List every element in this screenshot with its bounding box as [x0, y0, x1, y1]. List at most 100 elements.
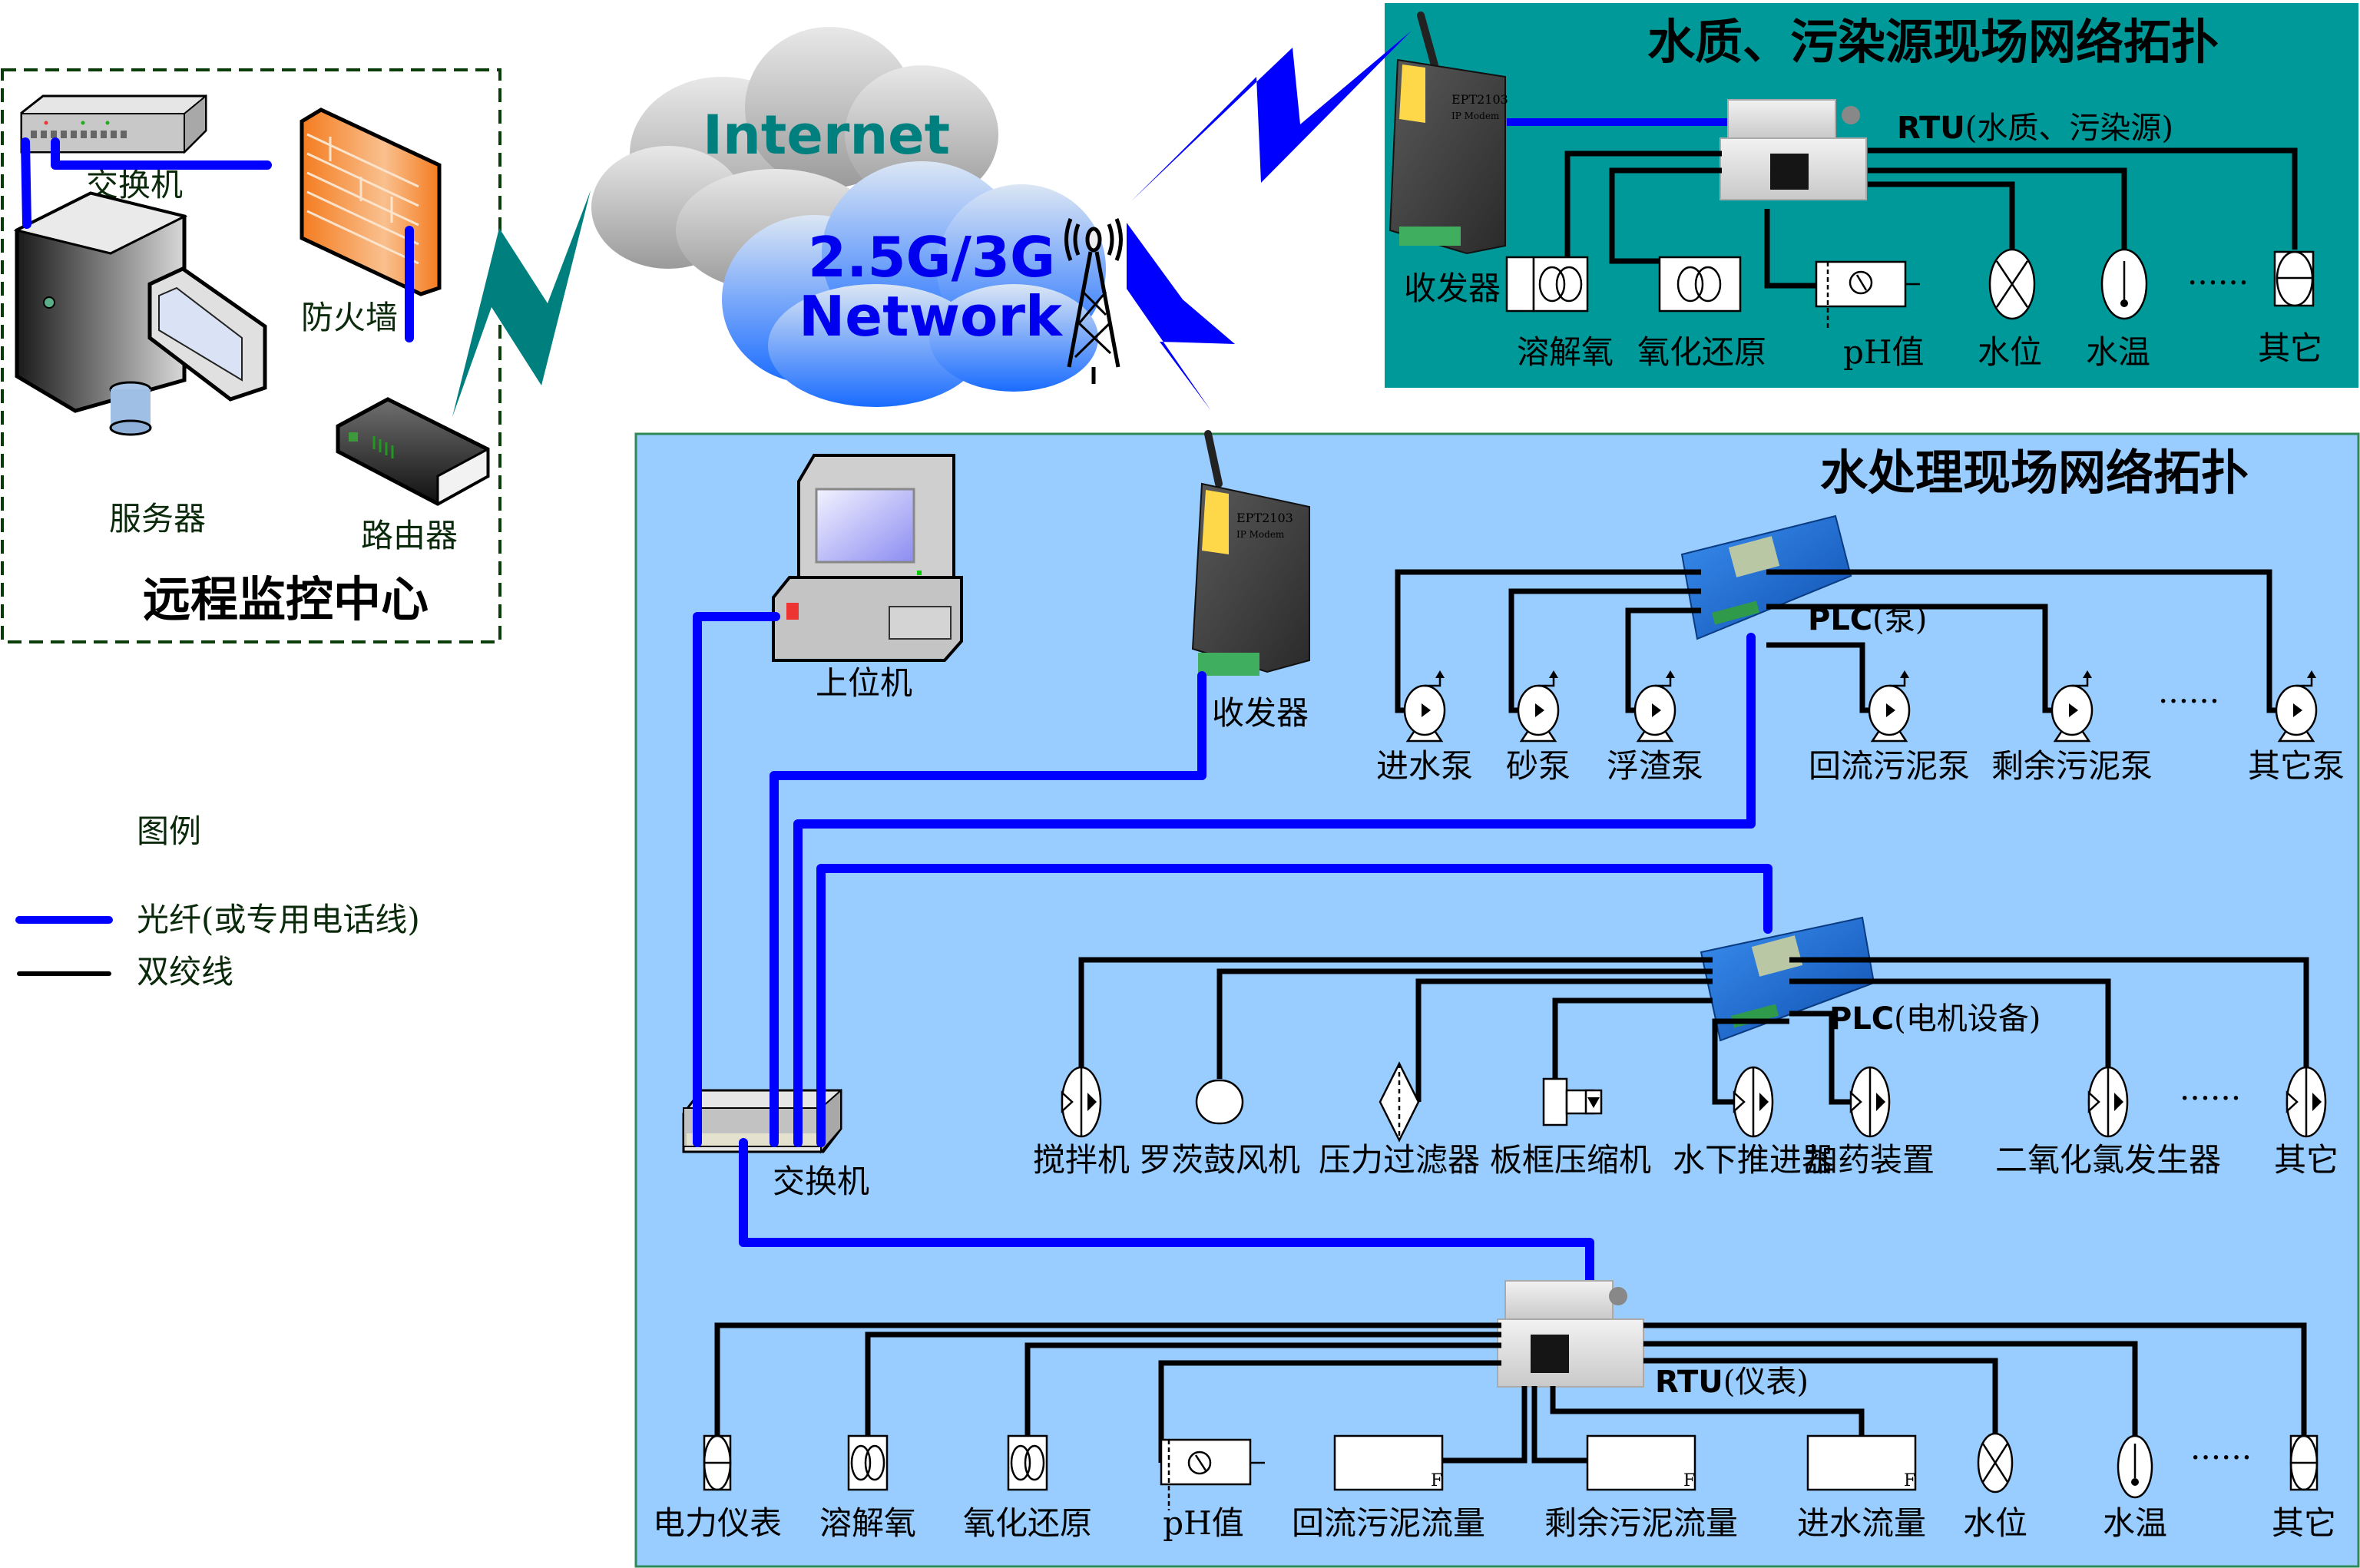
- motor-icon: [2087, 1066, 2129, 1138]
- motor-icon: [1849, 1066, 1891, 1138]
- rtu-wire: [865, 1331, 1501, 1436]
- motor-device-label: 其它: [2274, 1141, 2338, 1179]
- pump-icon: [2275, 670, 2318, 743]
- treatment-section: 水处理现场网络拓扑 上位机 EPT2103 IP Modem 收发器: [653, 430, 2345, 1542]
- rtu-instrument-label: 氧化还原: [963, 1504, 1092, 1542]
- rtu-instrument-label: 溶解氧: [819, 1504, 916, 1542]
- pump-label: 砂泵: [1506, 747, 1571, 785]
- mobile-network-cloud: 2.5G/3G Network: [722, 161, 1106, 407]
- treatment-modem-icon: EPT2103 IP Modem: [1191, 430, 1310, 676]
- motor-wire: [1789, 1011, 1851, 1105]
- pump-icon: [1403, 670, 1446, 743]
- pump-label: 浮渣泵: [1607, 747, 1703, 785]
- rtu-meter-label: RTU(仪表): [1655, 1365, 1809, 1400]
- filter-icon: [1379, 1061, 1420, 1143]
- wq-transceiver-label: 收发器: [1404, 270, 1501, 307]
- rtu-instrument-label: 水位: [1963, 1504, 2027, 1542]
- motor-ellipsis: ......: [2180, 1070, 2241, 1107]
- treatment-transceiver-label: 收发器: [1212, 694, 1309, 732]
- thermometer-icon: [2117, 1434, 2153, 1499]
- motor-wire: [1552, 997, 1713, 1079]
- flow-icon: F: [1586, 1434, 1696, 1491]
- fiber-switch-plc-pump: [793, 633, 1756, 1147]
- motor-wire: [1789, 957, 2309, 1067]
- rtu-wire: [1643, 1322, 2307, 1436]
- rtu-instrument-label: pH值: [1163, 1504, 1244, 1542]
- wq-sensor-other: [2273, 250, 2315, 307]
- press-icon: [1542, 1077, 1603, 1126]
- rtu-instrument-label: 回流污泥流量: [1292, 1504, 1485, 1542]
- rtu-meter-label-paren: (仪表): [1723, 1365, 1809, 1400]
- double-circle-icon: [847, 1434, 889, 1491]
- pump-label: 回流污泥泵: [1809, 747, 1970, 785]
- fiber-switch-host: [693, 612, 780, 1147]
- rtu-wire: [1531, 1386, 1587, 1464]
- wq-modem-subtitle: IP Modem: [1451, 111, 1500, 121]
- rtu-wire: [714, 1322, 1501, 1436]
- water-quality-section: 水质、污染源现场网络拓扑 EPT2103 IP Modem 收发器 RTU(水质…: [1389, 12, 2322, 371]
- pump-label: 其它泵: [2248, 747, 2345, 785]
- motor-icon: [1733, 1066, 1774, 1138]
- rtu-instrument-label: 水温: [2103, 1504, 2167, 1542]
- treatment-title: 水处理现场网络拓扑: [1820, 445, 2249, 501]
- fiber-link-switch-firewall: [51, 137, 272, 170]
- wq-sensor-orp: [1658, 256, 1742, 313]
- mobile-network-line2: Network: [799, 284, 1064, 349]
- legend-twisted-pair-label: 双绞线: [137, 953, 233, 991]
- rtu-wire: [1024, 1342, 1501, 1436]
- treatment-modem-model: EPT2103: [1236, 511, 1293, 525]
- wq-sensor-dissolved-oxygen: [1505, 256, 1589, 313]
- motor-wire: [1415, 978, 1713, 1102]
- wq-modem-icon: EPT2103 IP Modem: [1389, 12, 1508, 255]
- wq-sensor-label-level: 水位: [1978, 333, 2042, 371]
- ph-meter-icon: [1160, 1438, 1265, 1510]
- wq-ellipsis: ......: [2187, 254, 2249, 292]
- router-label: 路由器: [361, 517, 458, 554]
- host-computer-icon: [772, 454, 963, 662]
- fiber-link-switch-server: [21, 137, 31, 229]
- server-label: 服务器: [109, 500, 206, 538]
- firewall-label: 防火墙: [301, 299, 398, 336]
- wq-rtu-label: RTU(水质、污染源): [1897, 111, 2173, 146]
- plc-pump-icon: [1680, 514, 1852, 640]
- wq-sensor-ph: [1815, 260, 1920, 330]
- motor-icon: [2286, 1066, 2327, 1138]
- host-label: 上位机: [816, 664, 912, 702]
- rtu-meter-icon: [1497, 1280, 1644, 1388]
- wq-rtu-icon: [1720, 99, 1867, 200]
- motor-wire: [1216, 968, 1713, 1079]
- wq-wire-other: [1868, 147, 2298, 250]
- wq-sensor-label-orp: 氧化还原: [1637, 333, 1766, 371]
- wq-sensor-water-level: [1988, 248, 2036, 320]
- double-circle-icon: [1007, 1434, 1048, 1491]
- rtu-wire: [1643, 1341, 2138, 1436]
- pump-icon: [1517, 670, 1560, 743]
- wq-modem-model: EPT2103: [1451, 92, 1508, 107]
- pump-icon: [2051, 670, 2094, 743]
- wq-wire-ph: [1764, 209, 1822, 289]
- rtu-wire: [1442, 1386, 1528, 1464]
- motor-device-label: 板框压缩机: [1490, 1141, 1651, 1179]
- flow-mark: F: [1904, 1471, 1915, 1490]
- server-icon: [13, 191, 267, 436]
- switch-icon: [20, 94, 207, 154]
- flow-mark: F: [1683, 1471, 1695, 1490]
- plc-motor-icon: [1700, 916, 1875, 1042]
- wq-sensor-label-do: 溶解氧: [1517, 333, 1614, 371]
- motor-wire: [1078, 957, 1713, 1067]
- firewall-icon: [300, 108, 442, 296]
- wireless-link-tower-treatment: [1127, 223, 1235, 411]
- legend-fiber-label: 光纤(或专用电话线): [137, 901, 420, 938]
- wq-wire-temp: [1868, 167, 2127, 250]
- treatment-switch-label: 交换机: [773, 1163, 869, 1200]
- legend-title: 图例: [137, 812, 201, 850]
- treatment-modem-subtitle: IP Modem: [1236, 529, 1285, 540]
- fiber-switch-rtu: [739, 1138, 1594, 1295]
- wireless-link-tower-waterquality: [1131, 31, 1412, 201]
- wireless-link-router-internet: [452, 190, 591, 417]
- flow-icon: F: [1333, 1434, 1444, 1491]
- rtu-wire: [1550, 1386, 1865, 1436]
- x-ellipse-icon: [1977, 1432, 2014, 1494]
- pump-ellipsis: ......: [2158, 673, 2219, 710]
- fiber-switch-modem: [770, 671, 1206, 1147]
